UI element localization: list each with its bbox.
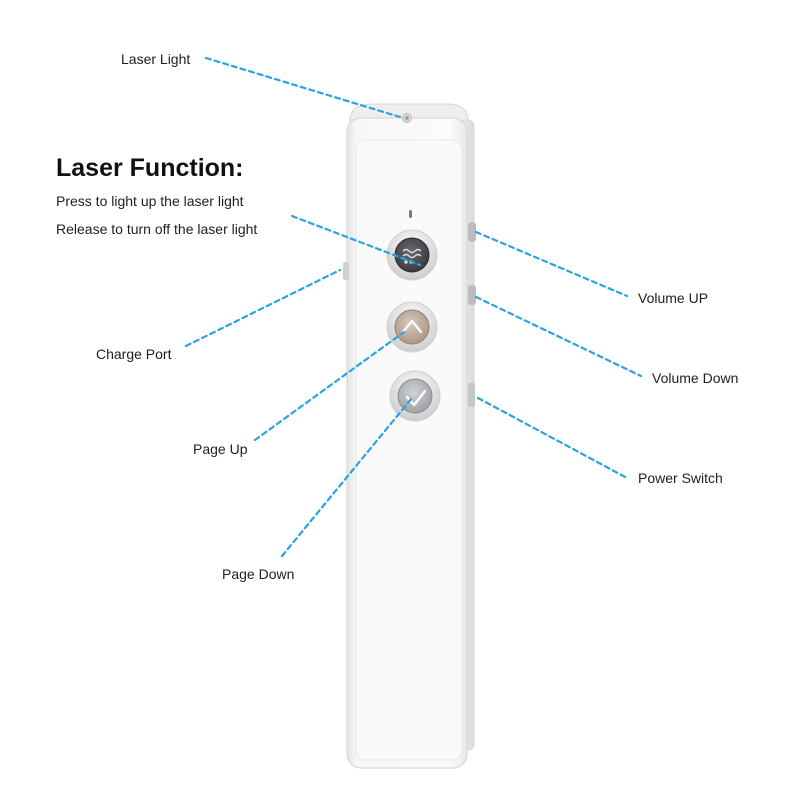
led-indicator — [409, 210, 412, 218]
leader-charge-port — [184, 268, 342, 348]
label-volume-up: Volume UP — [638, 290, 709, 306]
volume-up-key — [468, 222, 476, 242]
charge-port — [343, 262, 349, 280]
leader-laser-function — [290, 214, 422, 267]
laser-function-line-2: Release to turn off the laser light — [56, 221, 258, 237]
leader-volume-up — [474, 230, 629, 298]
laser-button — [386, 229, 438, 281]
leader-laser-light — [204, 56, 402, 119]
label-charge-port: Charge Port — [96, 346, 172, 362]
label-laser-light: Laser Light — [121, 51, 191, 67]
volume-down-key — [468, 285, 476, 305]
laser-function-line-1: Press to light up the laser light — [56, 193, 244, 209]
leader-page-up — [253, 330, 406, 442]
label-power-switch: Power Switch — [638, 470, 723, 486]
laser-function-title: Laser Function: — [56, 154, 244, 182]
chevron-up-icon — [401, 319, 423, 334]
label-page-up: Page Up — [193, 441, 248, 457]
page-up-button — [386, 301, 438, 353]
laser-aperture-core — [405, 116, 409, 120]
leader-power-switch — [476, 396, 629, 480]
label-page-down: Page Down — [222, 566, 295, 582]
power-switch-key — [468, 383, 475, 407]
page-down-button — [389, 370, 441, 422]
leader-volume-down — [474, 295, 643, 378]
label-volume-down: Volume Down — [652, 370, 739, 386]
device-front-face — [355, 139, 463, 761]
leader-page-down — [280, 396, 414, 558]
